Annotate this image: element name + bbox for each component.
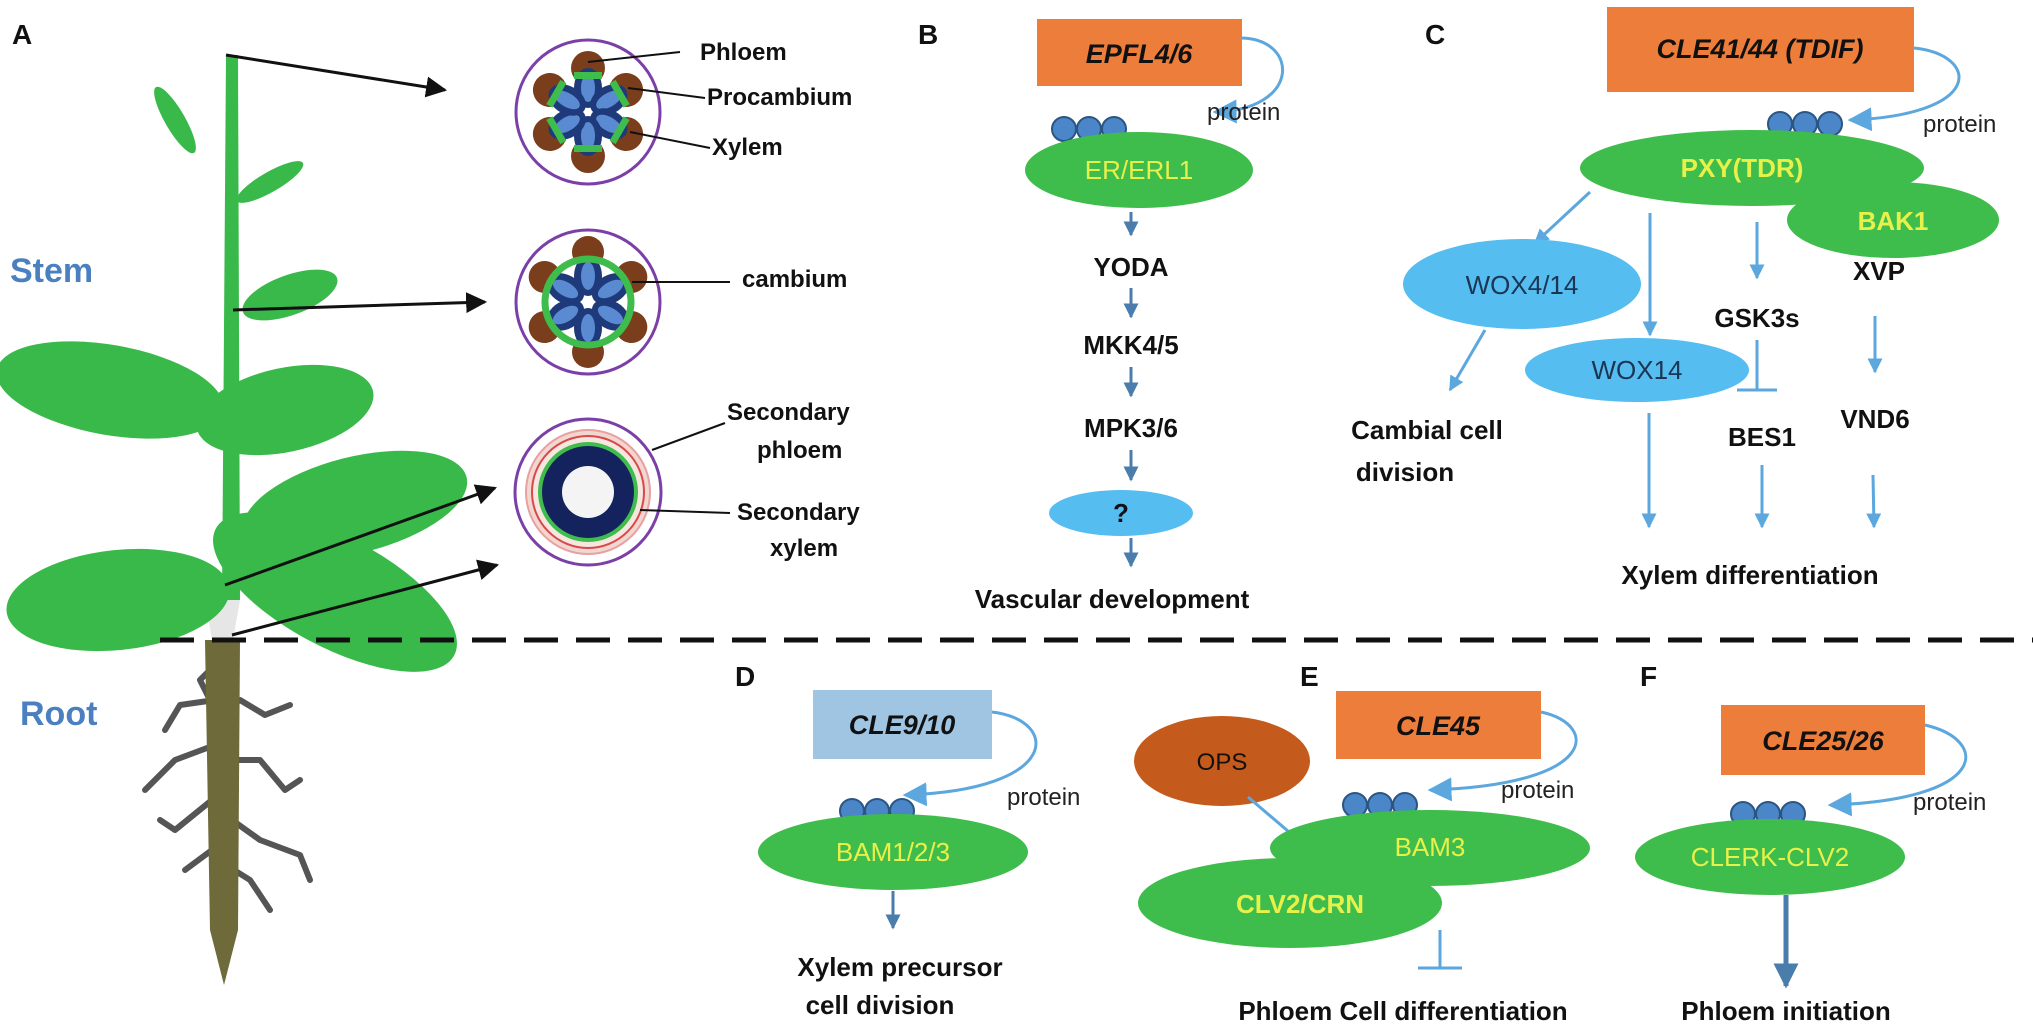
clv2-crn-label: CLV2/CRN [1236,889,1364,919]
cambial-label-1: Cambial cell [1351,415,1503,445]
cle910-secretion-arrow [902,710,1038,807]
cle41-peptide-beads [1767,111,1843,137]
panel-b: B EPFL4/6 protein ER/ERL1 YODA MKK4/5 MP… [918,19,1285,614]
vnd6-label: VND6 [1840,404,1909,434]
cambial-label-2: division [1356,457,1454,487]
cle41-gene-label: CLE41/44 (TDIF) [1656,34,1863,64]
cambium-label: cambium [742,266,847,293]
epfl-secretion-arrow [1212,36,1285,124]
main-stem [222,55,240,600]
cambium-stem-section [514,228,662,376]
unknown-component [1049,490,1193,536]
cle41-protein-label: protein [1923,111,1996,138]
cle2526-protein-label: protein [1913,789,1986,816]
panel-b-letter: B [918,19,938,50]
er-erl1-label: ER/ERL1 [1085,155,1193,185]
pxy-receptor [1580,130,1924,206]
pxy-label: PXY(TDR) [1681,153,1804,183]
panel-a: A Stem Root [0,19,860,985]
cle45-gene-label: CLE45 [1396,711,1481,741]
mpk36-label: MPK3/6 [1084,413,1178,443]
er-erl1-receptor [1025,132,1253,208]
procambium-label: Procambium [707,84,852,111]
yoda-label: YODA [1093,252,1168,282]
clerk-clv2-receptor [1635,819,1905,895]
secondary-stem-section [513,417,663,567]
cle910-gene-box [813,690,992,759]
xylem-differentiation-label: Xylem differentiation [1621,560,1878,590]
stem-label: Stem [10,252,93,290]
cle45-gene-box [1336,691,1541,759]
bam3-receptor [1270,810,1590,886]
ops-node [1134,716,1310,806]
xylem-label: Xylem [712,134,783,161]
wox414-node [1403,239,1641,329]
panel-c-arrows [1448,190,1883,529]
bes1-label: BES1 [1728,422,1796,452]
xylem-precursor-label-2: cell division [806,990,955,1020]
cle41-secretion-arrow [1847,46,1961,132]
epfl-gene-label: EPFL4/6 [1086,39,1194,69]
cle910-gene-label: CLE9/10 [849,710,956,740]
secondary-xylem-label-2: xylem [770,535,838,562]
panel-e: E OPS CLE45 protein BAM3 CLV2/CRN Phloem… [1134,661,1590,1026]
panel-c: C CLE41/44 (TDIF) protein PXY(TDR) BAK1 … [1351,7,1999,590]
epfl-gene-box [1037,19,1242,86]
unknown-label: ? [1113,498,1129,528]
bak1-label: BAK1 [1858,206,1929,236]
bam3-inhibition [1418,930,1462,970]
ops-label: OPS [1197,749,1248,776]
primary-stem-section [514,38,662,186]
cle45-secretion-arrow [1427,710,1578,802]
plant-drawing [0,55,468,985]
cambium-ring [541,255,635,349]
leaves [0,86,468,672]
secondary-phloem-label-2: phloem [757,437,842,464]
phloem-label: Phloem [700,39,787,66]
bam123-label: BAM1/2/3 [836,837,950,867]
wox14-label: WOX14 [1591,355,1682,385]
bam3-label: BAM3 [1395,832,1466,862]
cle2526-secretion-arrow [1827,723,1968,817]
panel-f: F CLE25/26 protein CLERK-CLV2 Phloem ini… [1635,661,1986,1026]
panel-d: D CLE9/10 protein BAM1/2/3 Xylem precurs… [735,661,1080,1020]
gsk3s-label: GSK3s [1714,303,1799,333]
secondary-xylem-label-1: Secondary [737,499,860,526]
cle910-protein-label: protein [1007,784,1080,811]
phloem-initiation-label: Phloem initiation [1681,996,1890,1026]
panel-c-letter: C [1425,19,1445,50]
wox14-node [1525,338,1749,402]
wox414-label: WOX4/14 [1466,270,1579,300]
cle45-protein-label: protein [1501,777,1574,804]
cle2526-gene-box [1721,705,1925,775]
bak1-coreceptor [1787,182,1999,258]
label-leaders [587,51,731,514]
panel-d-letter: D [735,661,755,692]
secondary-phloem-label-1: Secondary [727,399,850,426]
taproot [205,640,240,985]
panel-a-letter: A [12,19,32,50]
cle2526-gene-label: CLE25/26 [1762,726,1885,756]
root-label: Root [20,695,97,733]
cle41-gene-box [1607,7,1914,92]
panel-f-letter: F [1640,661,1657,692]
xvp-label: XVP [1853,256,1905,286]
vascular-development-label: Vascular development [975,584,1250,614]
panel-e-letter: E [1300,661,1319,692]
epfl-protein-label: protein [1207,99,1280,126]
phloem-cell-differentiation-label: Phloem Cell differentiation [1238,996,1567,1026]
pointer-arrows [224,53,500,637]
xylem-precursor-label-1: Xylem precursor [797,952,1002,982]
bam123-receptor [758,814,1028,890]
clerk-clv2-label: CLERK-CLV2 [1691,842,1849,872]
mkk45-label: MKK4/5 [1083,330,1178,360]
